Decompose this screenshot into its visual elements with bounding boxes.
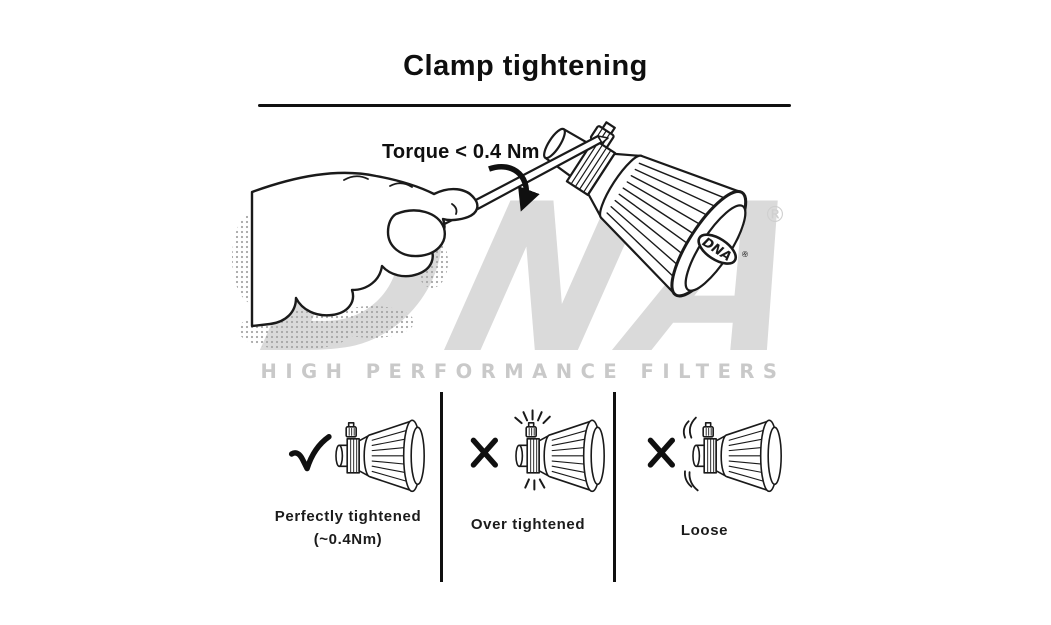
panel-perfectly-tightened: Perfectly tightened (~0.4Nm) <box>256 392 440 582</box>
panel-loose-illustration <box>647 416 782 493</box>
cross-icon <box>470 437 498 468</box>
small-filter-illustration <box>691 419 782 493</box>
panel-label-line1: Over tightened <box>470 516 586 533</box>
torque-label: Torque < 0.4 Nm <box>382 141 540 163</box>
panel-loose: Loose <box>613 392 793 582</box>
panel-label-line2: (~0.4Nm) <box>313 530 383 548</box>
panel-label-line1: Perfectly tightened <box>274 508 422 525</box>
panel-label: Over tightened <box>471 514 585 537</box>
comparison-panels: Perfectly tightened (~0.4Nm) Over tighte… <box>256 392 793 582</box>
panel-over-illustration <box>470 409 605 493</box>
main-illustration: DNA ® HIGH PERFORMANCE FILTERS <box>232 121 845 399</box>
vibration-lines <box>682 416 699 492</box>
cap-logo-oval <box>697 233 738 265</box>
torque-arrow-icon <box>488 164 540 212</box>
panel-label: Perfectly tightened (~0.4Nm) <box>275 506 421 551</box>
panel-perfect-illustration <box>288 419 425 493</box>
page-title: Clamp tightening <box>403 50 648 82</box>
small-filter-illustration <box>335 419 425 493</box>
title-underline <box>258 104 791 107</box>
check-icon <box>288 434 332 472</box>
cap-logo-registered: ® <box>739 249 751 261</box>
watermark-registered-mark: ® <box>764 203 786 228</box>
screwdriver-tip <box>597 135 609 144</box>
panel-label-line1: Loose <box>680 522 729 539</box>
panel-over-tightened: Over tightened <box>440 392 613 582</box>
thumb <box>386 209 446 258</box>
panel-label: Loose <box>681 520 728 543</box>
watermark-tagline: HIGH PERFORMANCE FILTERS <box>261 360 786 383</box>
filter-pleats <box>606 162 735 285</box>
strain-burst-lines <box>514 409 551 491</box>
cross-icon <box>647 437 675 468</box>
filter-inlet-opening <box>543 127 566 160</box>
hand-illustration <box>250 171 479 328</box>
